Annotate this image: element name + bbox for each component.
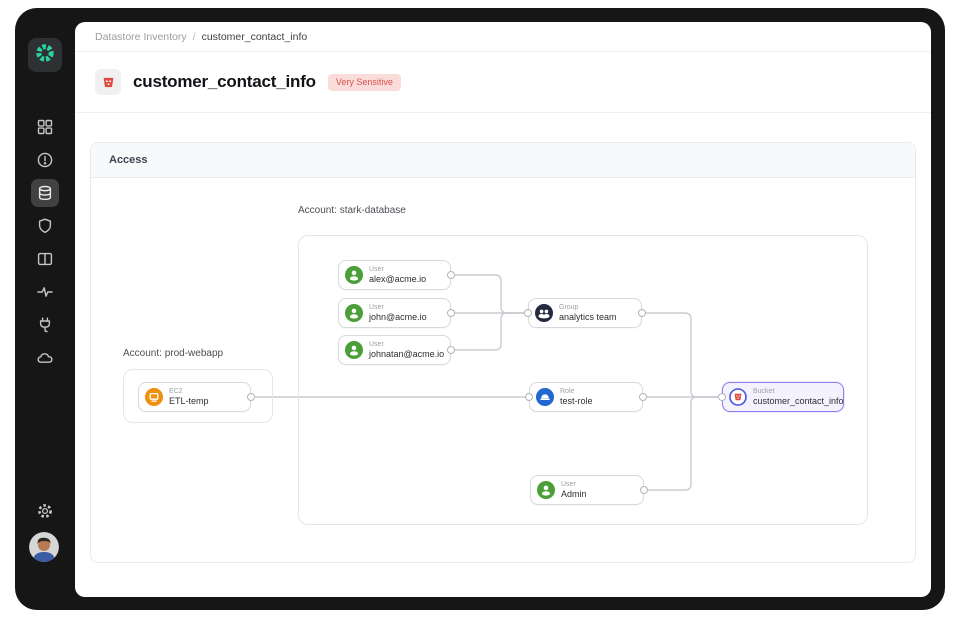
account-label-prod-webapp: Account: prod-webapp [123, 348, 224, 359]
page-title: customer_contact_info [133, 72, 316, 91]
title-section: customer_contact_info Very Sensitive [75, 52, 931, 113]
breadcrumb-current: customer_contact_info [201, 30, 308, 43]
node-name-label: test-role [560, 395, 593, 406]
graph-port-johnatan-right [447, 346, 455, 354]
ec2-icon [145, 388, 163, 406]
bucket-ring-icon [729, 388, 747, 406]
graph-port-john-right [447, 309, 455, 317]
app-logo[interactable] [28, 38, 62, 72]
bucket-icon [95, 69, 121, 95]
graph-port-group-left [524, 309, 532, 317]
graph-port-group-right [638, 309, 646, 317]
main-content: Datastore Inventory / customer_contact_i… [75, 22, 931, 597]
node-name-label: johnatan@acme.io [369, 348, 445, 359]
access-graph-canvas: Account: prod-webapp Account: stark-datab… [91, 178, 915, 562]
user-avatar[interactable] [29, 532, 59, 562]
user-icon [345, 304, 363, 322]
node-name-label: customer_contact_info [753, 395, 844, 406]
plug-icon [35, 315, 55, 335]
grid-icon [35, 117, 55, 137]
book-icon [35, 249, 55, 269]
graph-port-admin-right [640, 486, 648, 494]
node-type-label: Group [559, 303, 579, 311]
alert-circle-icon [35, 150, 55, 170]
node-type-label: Role [560, 387, 575, 395]
graph-port-bucket-left [718, 393, 726, 401]
group-icon [535, 304, 553, 322]
node-type-label: User [369, 340, 384, 348]
sidebar-item-catalog[interactable] [31, 245, 59, 273]
activity-icon [35, 282, 55, 302]
graph-edges [251, 274, 722, 491]
user-icon [345, 341, 363, 359]
access-edge-johnatan-group [451, 312, 528, 351]
breadcrumb-parent[interactable]: Datastore Inventory [95, 30, 187, 43]
node-type-label: Bucket [753, 387, 775, 395]
node-type-label: User [561, 480, 576, 488]
sensitivity-badge: Very Sensitive [327, 73, 401, 91]
graph-port-role-left [525, 393, 533, 401]
node-name-label: ETL-temp [169, 395, 209, 406]
sidebar-item-datastores[interactable] [31, 179, 59, 207]
access-panel-header: Access [91, 143, 915, 178]
sidebar [15, 8, 75, 610]
sidebar-item-alerts[interactable] [31, 146, 59, 174]
sidebar-item-activity[interactable] [31, 278, 59, 306]
access-edge-admin-bucket [644, 396, 722, 491]
access-panel: Access Account: prod-webapp Account: star… [90, 142, 916, 563]
role-icon [536, 388, 554, 406]
graph-port-etl-right [247, 393, 255, 401]
node-type-label: EC2 [169, 387, 183, 395]
node-name-label: alex@acme.io [369, 273, 427, 284]
node-name-label: analytics team [559, 311, 617, 322]
gear-logo-icon [34, 42, 56, 69]
account-label-stark-database: Account: stark-database [298, 205, 406, 216]
account-boundary-stark-database [298, 235, 868, 525]
sidebar-item-dashboard[interactable] [31, 113, 59, 141]
sidebar-item-cloud[interactable] [31, 344, 59, 372]
graph-port-role-right [639, 393, 647, 401]
node-type-label: User [369, 265, 384, 273]
gear-icon [35, 501, 55, 521]
sidebar-item-integrations[interactable] [31, 311, 59, 339]
node-name-label: john@acme.io [369, 311, 427, 322]
sidebar-item-settings[interactable] [31, 497, 59, 525]
cloud-icon [35, 348, 55, 368]
shield-icon [35, 216, 55, 236]
breadcrumb: Datastore Inventory / customer_contact_i… [75, 22, 931, 52]
graph-port-alex-right [447, 271, 455, 279]
user-icon [345, 266, 363, 284]
breadcrumb-separator: / [192, 30, 196, 43]
account-boundary-prod-webapp [123, 369, 273, 423]
access-graph: Account: prod-webapp Account: stark-datab… [91, 178, 926, 561]
sidebar-item-security[interactable] [31, 212, 59, 240]
user-icon [537, 481, 555, 499]
database-icon [35, 183, 55, 203]
node-name-label: Admin [561, 488, 587, 499]
node-type-label: User [369, 303, 384, 311]
app-window: Datastore Inventory / customer_contact_i… [15, 8, 945, 610]
